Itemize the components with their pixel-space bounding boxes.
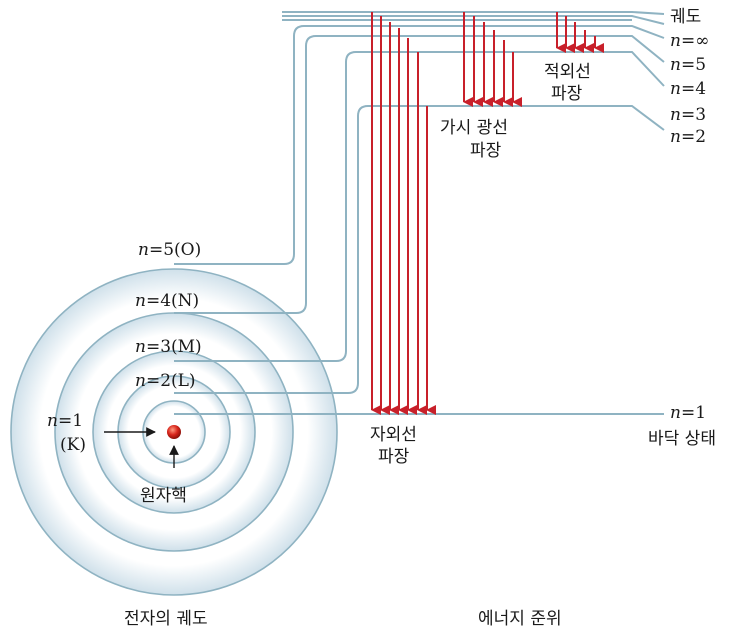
level-label-n4: n=4 <box>670 79 706 99</box>
shell-label-n3: n=3(M) <box>135 337 202 357</box>
energy-caption: 에너지 준위 <box>478 609 562 629</box>
level-header: 궤도 <box>670 7 701 27</box>
shell-label-n1: n=1 <box>47 411 83 431</box>
level-label-n2: n=2 <box>670 127 706 147</box>
uv-label-line2: 파장 <box>378 447 410 467</box>
ground-state-label: 바닥 상태 <box>648 429 716 449</box>
transition-arrows-visible <box>463 12 522 107</box>
shell-label-n5: n=5(O) <box>138 240 201 260</box>
connector-n3 <box>174 51 665 362</box>
transition-arrows-ir <box>556 12 604 53</box>
shell-label-n4: n=4(N) <box>135 291 199 311</box>
transition-arrows-uv <box>371 12 436 415</box>
level-label-inf: n=∞ <box>670 31 709 51</box>
level-label-n5: n=5 <box>670 55 706 75</box>
orbit-caption: 전자의 궤도 <box>124 609 208 629</box>
level-connectors <box>174 11 665 415</box>
connector-n2 <box>174 105 665 394</box>
visible-label-line1: 가시 광선 <box>440 118 508 138</box>
connector-n4 <box>174 35 665 314</box>
connector-n5 <box>174 25 665 265</box>
shell-label-k: (K) <box>60 435 86 455</box>
ir-label-line1: 적외선 <box>544 62 591 82</box>
nucleus-label: 원자핵 <box>140 486 187 506</box>
visible-label-line2: 파장 <box>470 141 502 161</box>
nucleus <box>167 425 181 439</box>
ir-label-line2: 파장 <box>551 84 583 104</box>
uv-label-line1: 자외선 <box>370 425 417 445</box>
level-label-n3: n=3 <box>670 105 706 125</box>
level-infinity-lines <box>282 11 665 25</box>
shell-label-n2: n=2(L) <box>135 371 196 391</box>
level-label-n1: n=1 <box>670 403 706 423</box>
